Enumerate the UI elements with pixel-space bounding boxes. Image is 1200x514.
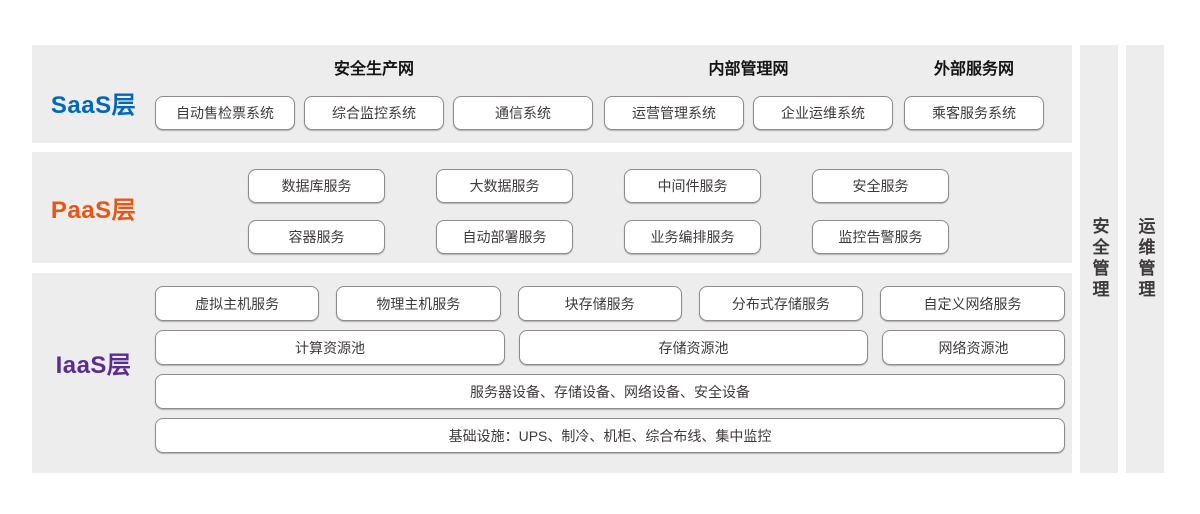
node-distributed-storage-service: 分布式存储服务 [698,286,863,321]
saas-group-external-service-network: 外部服务网 乘客服务系统 [904,60,1044,143]
node-custom-network-service: 自定义网络服务 [880,286,1065,321]
group-title-external-service-network: 外部服务网 [933,61,1014,78]
node-enterprise-ops-system: 企业运维系统 [753,96,893,130]
saas-group-internal-management-network: 内部管理网 运营管理系统 企业运维系统 [604,60,893,143]
iaas-layer-label: IaaS层 [55,351,132,379]
node-integrated-monitoring-system: 综合监控系统 [304,96,444,130]
node-infrastructure-facilities: 基础设施：UPS、制冷、机柜、综合布线、集中监控 [155,418,1065,453]
node-hardware-devices: 服务器设备、存储设备、网络设备、安全设备 [155,374,1065,409]
layer-stack: SaaS层 安全生产网 自动售检票系统 综合监控系统 通信系统 内部管理网 运营… [32,45,1072,473]
iaas-layer-label-col: IaaS层 [32,273,155,473]
group-title-internal-management-network: 内部管理网 [708,61,789,78]
ops-management-bar: 运维管理 [1126,45,1164,473]
iaas-layer-band: IaaS层 虚拟主机服务 物理主机服务 块存储服务 分布式存储服务 自定义网络服… [32,273,1072,473]
node-network-resource-pool: 网络资源池 [882,330,1065,365]
node-bigdata-service: 大数据服务 [436,169,573,203]
node-compute-resource-pool: 计算资源池 [155,330,505,365]
group-title-production-network: 安全生产网 [333,61,414,78]
saas-group-boxes: 运营管理系统 企业运维系统 [604,96,893,130]
paas-row-1: 数据库服务 大数据服务 中间件服务 安全服务 [248,169,1072,203]
iaas-row-3: 服务器设备、存储设备、网络设备、安全设备 [155,374,1065,409]
paas-layer-label: PaaS层 [50,197,137,224]
node-operation-management-system: 运营管理系统 [604,96,744,130]
saas-content: 安全生产网 自动售检票系统 综合监控系统 通信系统 内部管理网 运营管理系统 企… [155,45,1072,143]
node-middleware-service: 中间件服务 [624,169,761,203]
paas-layer-band: PaaS层 数据库服务 大数据服务 中间件服务 安全服务 容器服务 自动部署服务… [32,152,1072,263]
node-container-service: 容器服务 [248,220,385,254]
iaas-row-4: 基础设施：UPS、制冷、机柜、综合布线、集中监控 [155,418,1065,453]
node-monitoring-alert-service: 监控告警服务 [812,220,949,254]
saas-group-boxes: 乘客服务系统 [904,96,1044,130]
saas-group-boxes: 自动售检票系统 综合监控系统 通信系统 [155,96,593,130]
node-auto-deploy-service: 自动部署服务 [436,220,573,254]
node-block-storage-service: 块存储服务 [517,286,682,321]
node-storage-resource-pool: 存储资源池 [519,330,868,365]
paas-content: 数据库服务 大数据服务 中间件服务 安全服务 容器服务 自动部署服务 业务编排服… [155,152,1072,263]
security-management-label: 安全管理 [1089,217,1109,301]
node-passenger-service-system: 乘客服务系统 [904,96,1044,130]
iaas-row-1: 虚拟主机服务 物理主机服务 块存储服务 分布式存储服务 自定义网络服务 [155,286,1065,321]
node-virtual-host-service: 虚拟主机服务 [155,286,320,321]
node-security-service: 安全服务 [812,169,949,203]
node-physical-host-service: 物理主机服务 [336,286,501,321]
node-ticketing-system: 自动售检票系统 [155,96,295,130]
paas-layer-label-col: PaaS层 [32,152,155,263]
iaas-row-2: 计算资源池 存储资源池 网络资源池 [155,330,1065,365]
paas-row-2: 容器服务 自动部署服务 业务编排服务 监控告警服务 [248,220,1072,254]
saas-layer-label: SaaS层 [50,91,137,119]
node-communication-system: 通信系统 [453,96,593,130]
saas-group-production-network: 安全生产网 自动售检票系统 综合监控系统 通信系统 [155,60,593,143]
saas-layer-label-col: SaaS层 [32,45,155,143]
ops-management-label: 运维管理 [1135,217,1155,301]
security-management-bar: 安全管理 [1080,45,1118,473]
node-business-orchestration-service: 业务编排服务 [624,220,761,254]
saas-layer-band: SaaS层 安全生产网 自动售检票系统 综合监控系统 通信系统 内部管理网 运营… [32,45,1072,143]
iaas-content: 虚拟主机服务 物理主机服务 块存储服务 分布式存储服务 自定义网络服务 计算资源… [155,273,1072,473]
node-database-service: 数据库服务 [248,169,385,203]
